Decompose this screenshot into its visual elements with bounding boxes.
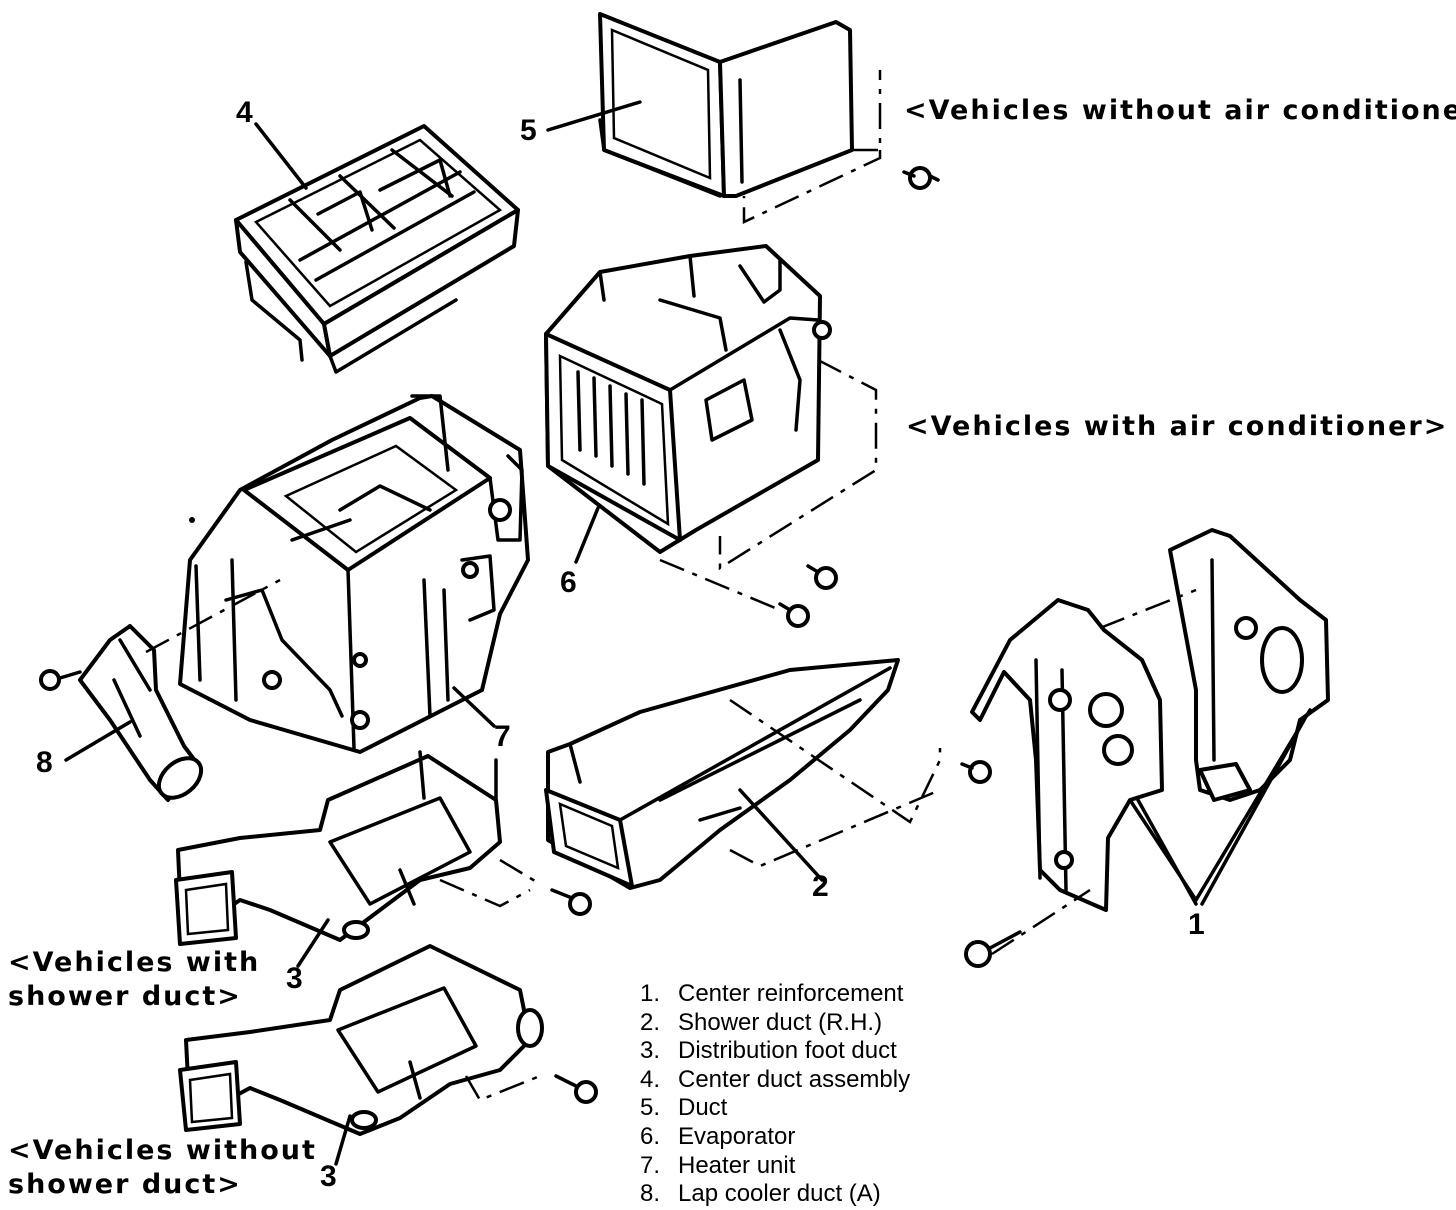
caption-without-air-conditioner: <Vehicles without air conditioner> <box>904 95 1456 126</box>
legend-text: Shower duct (R.H.) <box>678 1008 883 1036</box>
legend-item: 2. Shower duct (R.H.) <box>636 1009 910 1038</box>
distribution-foot-duct-lower-drawing <box>178 944 598 1136</box>
legend-number: 8. <box>640 1180 661 1208</box>
callout-3-upper: 3 <box>286 962 303 995</box>
legend-number: 5. <box>640 1094 661 1122</box>
legend-item: 6. Evaporator <box>636 1123 910 1152</box>
callout-4: 4 <box>236 96 253 129</box>
callout-7: 7 <box>494 720 511 753</box>
legend-item: 5. Duct <box>636 1094 910 1123</box>
legend-number: 6. <box>640 1122 661 1150</box>
legend-number: 1. <box>640 980 661 1007</box>
leader-lines <box>64 100 1306 1166</box>
center-reinforcement-drawing <box>964 528 1330 968</box>
parts-legend: 1. Center reinforcement 2. Shower duct (R.… <box>636 980 910 1209</box>
center-duct-assembly-drawing <box>234 124 520 374</box>
caption-with-air-conditioner: <Vehicles with air conditioner> <box>906 411 1449 442</box>
caption-without-shower-duct-line1: <Vehicles without <box>8 1135 317 1166</box>
legend-text: Center duct assembly <box>678 1065 911 1093</box>
callout-6: 6 <box>560 566 577 599</box>
caption-with-shower-duct-line1: <Vehicles with <box>8 947 261 978</box>
legend-item: 8. Lap cooler duct (A) <box>636 1180 910 1209</box>
callout-3-lower: 3 <box>320 1160 337 1193</box>
legend-text: Duct <box>678 1094 728 1122</box>
legend-item: 3. Distribution foot duct <box>636 1037 910 1066</box>
callout-1: 1 <box>1188 908 1205 941</box>
evaporator-drawing <box>544 244 878 628</box>
shower-duct-drawing <box>544 658 992 890</box>
callout-2: 2 <box>812 870 829 903</box>
caption-with-shower-duct-line2: shower duct> <box>8 980 242 1012</box>
heater-unit-drawing <box>178 394 530 754</box>
legend-item: 1. Center reinforcement <box>636 980 910 1009</box>
lap-cooler-duct-drawing <box>39 578 281 802</box>
caption-without-shower-duct-line2: shower duct> <box>8 1168 242 1200</box>
legend-text: Distribution foot duct <box>678 1037 897 1065</box>
callout-8: 8 <box>36 746 53 779</box>
legend-number: 3. <box>640 1037 661 1065</box>
callout-5: 5 <box>520 114 537 147</box>
legend-text: Lap cooler duct (A) <box>678 1180 881 1208</box>
distribution-foot-duct-upper-drawing <box>174 750 592 946</box>
legend-text: Evaporator <box>678 1122 796 1150</box>
legend-number: 7. <box>640 1151 661 1179</box>
legend-text: Center reinforcement <box>678 980 904 1007</box>
legend-item: 7. Heater unit <box>636 1152 910 1181</box>
legend-number: 4. <box>640 1065 661 1093</box>
legend-text: Heater unit <box>678 1151 796 1179</box>
legend-item: 4. Center duct assembly <box>636 1066 910 1095</box>
duct-drawing <box>598 12 940 224</box>
legend-number: 2. <box>640 1008 661 1036</box>
